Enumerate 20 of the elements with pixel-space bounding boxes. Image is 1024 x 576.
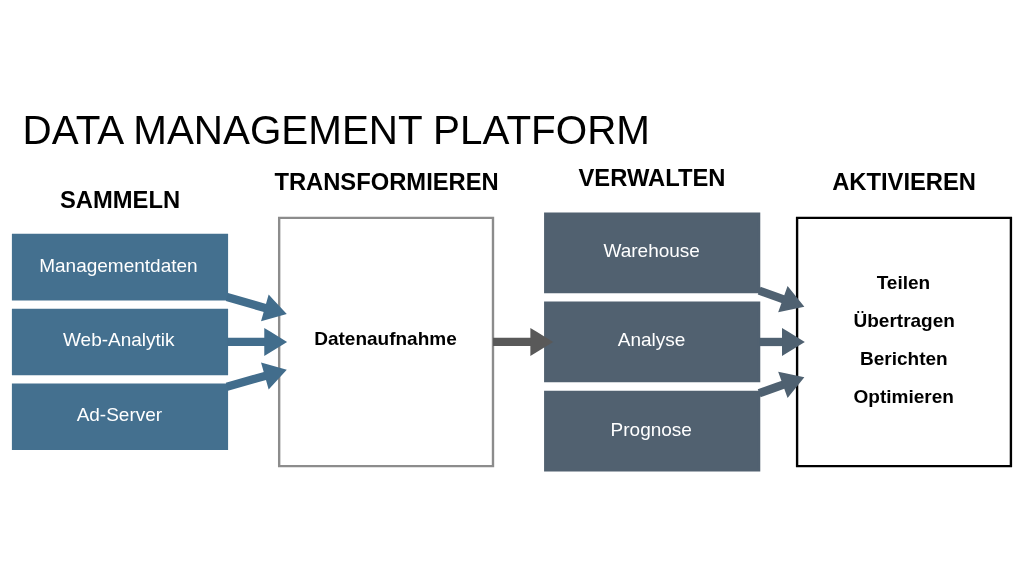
arrow xyxy=(493,327,554,356)
node-box: Datenaufnahme xyxy=(278,216,495,467)
arrow xyxy=(759,327,805,356)
node-box: Warehouse xyxy=(544,211,761,293)
arrow xyxy=(225,362,287,391)
label: VERWALTEN xyxy=(578,163,726,191)
node-box: Ad-Server xyxy=(11,383,229,450)
arrow xyxy=(226,327,288,356)
node-box: Analyse xyxy=(544,301,761,382)
label: SAMMELN xyxy=(60,185,181,213)
label: AKTIVIEREN xyxy=(832,167,976,195)
node-box: Web-Analytik xyxy=(11,308,229,375)
arrow xyxy=(225,292,287,321)
node-box: Prognose xyxy=(544,390,761,471)
node-box: Teilen Übertragen Berichten Optimieren xyxy=(795,216,1013,467)
arrow xyxy=(757,371,805,398)
label: TRANSFORMIEREN xyxy=(274,167,499,195)
node-box: Managementdaten xyxy=(11,233,229,300)
diagram-title: DATA MANAGEMENT PLATFORM xyxy=(22,106,650,153)
arrow xyxy=(757,285,805,312)
